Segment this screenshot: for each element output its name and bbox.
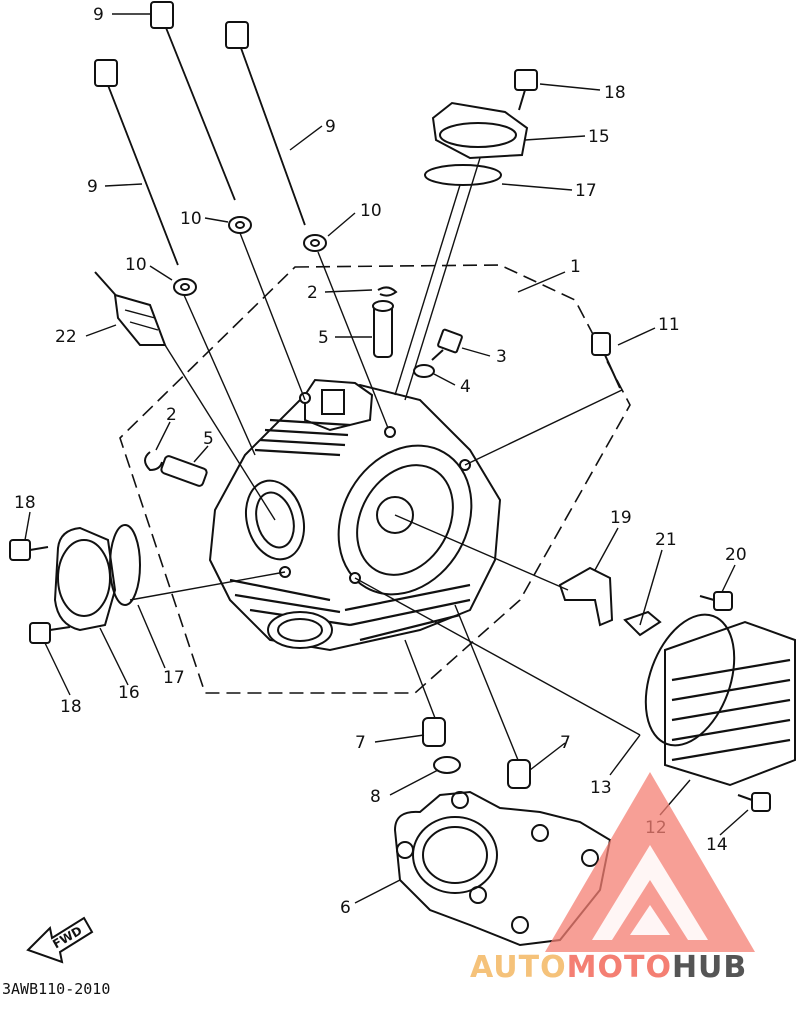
washer-left [173,278,197,296]
washer-8 [433,756,461,774]
callout-14: 14 [706,835,728,855]
callout-7: 7 [560,733,571,753]
bolt-11 [591,332,621,389]
bolt-18-top [514,69,538,111]
dowel-pin-right [507,759,531,789]
bolt-3 [431,328,463,361]
callout-labels: 9 9 9 10 10 10 2 5 3 4 1 11 22 2 5 18 15… [14,5,747,918]
washer-right [303,234,327,252]
tappet-cover-left [53,526,117,632]
valve-guide-lower [160,455,208,487]
callout-4: 4 [460,377,471,397]
clip-lower [144,451,163,472]
bolt-20 [699,591,733,611]
logo-hub: HUB [672,950,747,985]
logo-auto: AUTO [470,950,567,985]
callout-13: 13 [590,778,612,798]
automotohub-logo: AUTOMOTOHUB [470,772,755,985]
o-ring-top [424,164,502,186]
o-ring-left [109,524,141,606]
callout-9: 9 [87,177,98,197]
callout-5: 5 [318,328,329,348]
callout-17: 17 [163,668,185,688]
callout-2: 2 [166,405,177,425]
callout-21: 21 [655,530,677,550]
valve-guide-upper [372,300,394,358]
dowel-pin-left [422,717,446,747]
bolt-18-left-lower [29,622,71,644]
callout-19: 19 [610,508,632,528]
callout-8: 8 [370,787,381,807]
diagram-code: 3AWB110-2010 [2,980,110,998]
gasket-right [644,613,736,747]
callout-6: 6 [340,898,351,918]
spark-plug [94,271,167,346]
callout-1: 1 [570,257,581,277]
valve-cover-right [664,620,796,787]
bolt-14 [737,792,771,812]
callout-18: 18 [604,83,626,103]
tappet-cover-top [431,101,529,160]
callout-9: 9 [93,5,104,25]
cylinder-head [208,378,502,652]
stud-bolt-left [94,59,181,266]
callout-10: 10 [180,209,202,229]
callout-15: 15 [588,127,610,147]
callout-22: 22 [55,327,77,347]
svg-text:AUTOMOTOHUB: AUTOMOTOHUB [470,950,747,985]
callout-3: 3 [496,347,507,367]
callout-10: 10 [360,201,382,221]
clip-upper [377,286,398,297]
callout-2: 2 [307,283,318,303]
callout-17: 17 [575,181,597,201]
stud-bolt-right [225,21,308,226]
logo-moto: MOTO [567,950,672,985]
leader-lines [24,13,749,904]
callout-18: 18 [60,697,82,717]
washer-middle [228,216,252,234]
head-gasket [393,790,612,947]
callout-16: 16 [118,683,140,703]
callout-10: 10 [125,255,147,275]
callout-18: 18 [14,493,36,513]
callout-20: 20 [725,545,747,565]
stud-bolt-middle [150,1,238,201]
callout-5: 5 [203,429,214,449]
bracket-19 [558,566,614,627]
callout-11: 11 [658,315,680,335]
callout-7: 7 [355,733,366,753]
assembly-boundary [119,264,631,694]
washer-4 [413,364,435,378]
plate-21 [623,610,662,637]
forward-direction-arrow: FWD [26,916,94,964]
bolt-18-left-upper [9,539,49,561]
callout-9: 9 [325,117,336,137]
